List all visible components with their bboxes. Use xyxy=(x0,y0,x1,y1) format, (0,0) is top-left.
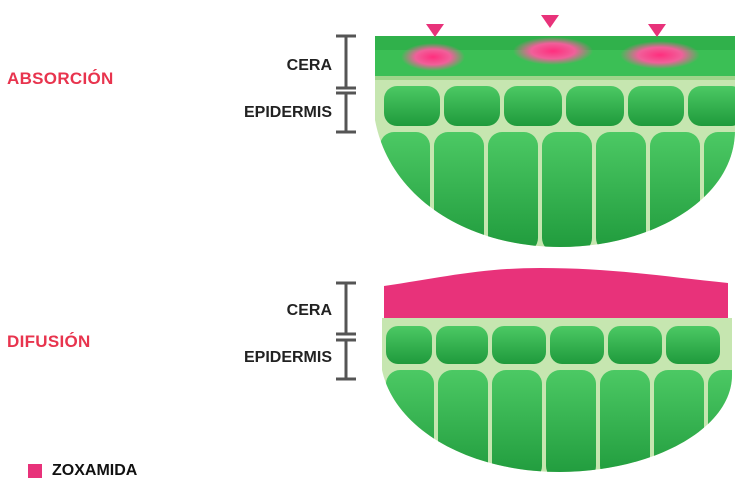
palisade-cells xyxy=(386,370,739,480)
diffusion-brackets xyxy=(336,283,356,379)
absorption-wax-label: CERA xyxy=(266,57,332,75)
diffusion-label: DIFUSIÓN xyxy=(7,332,91,352)
legend-label: ZOXAMIDA xyxy=(52,462,137,480)
diffusion-wax-label: CERA xyxy=(266,302,332,320)
legend-swatch xyxy=(28,464,42,478)
legend: ZOXAMIDA xyxy=(28,462,137,480)
absorption-label: ABSORCIÓN xyxy=(7,69,114,89)
diffusion-epidermis-label: EPIDERMIS xyxy=(210,349,332,367)
absorption-epidermis-label: EPIDERMIS xyxy=(210,104,332,122)
zoxamide-wax-layer xyxy=(384,268,728,318)
diffusion-leaf xyxy=(378,268,739,480)
application-arrows xyxy=(426,15,666,37)
absorption-leaf xyxy=(370,15,739,252)
absorption-brackets xyxy=(336,36,356,132)
